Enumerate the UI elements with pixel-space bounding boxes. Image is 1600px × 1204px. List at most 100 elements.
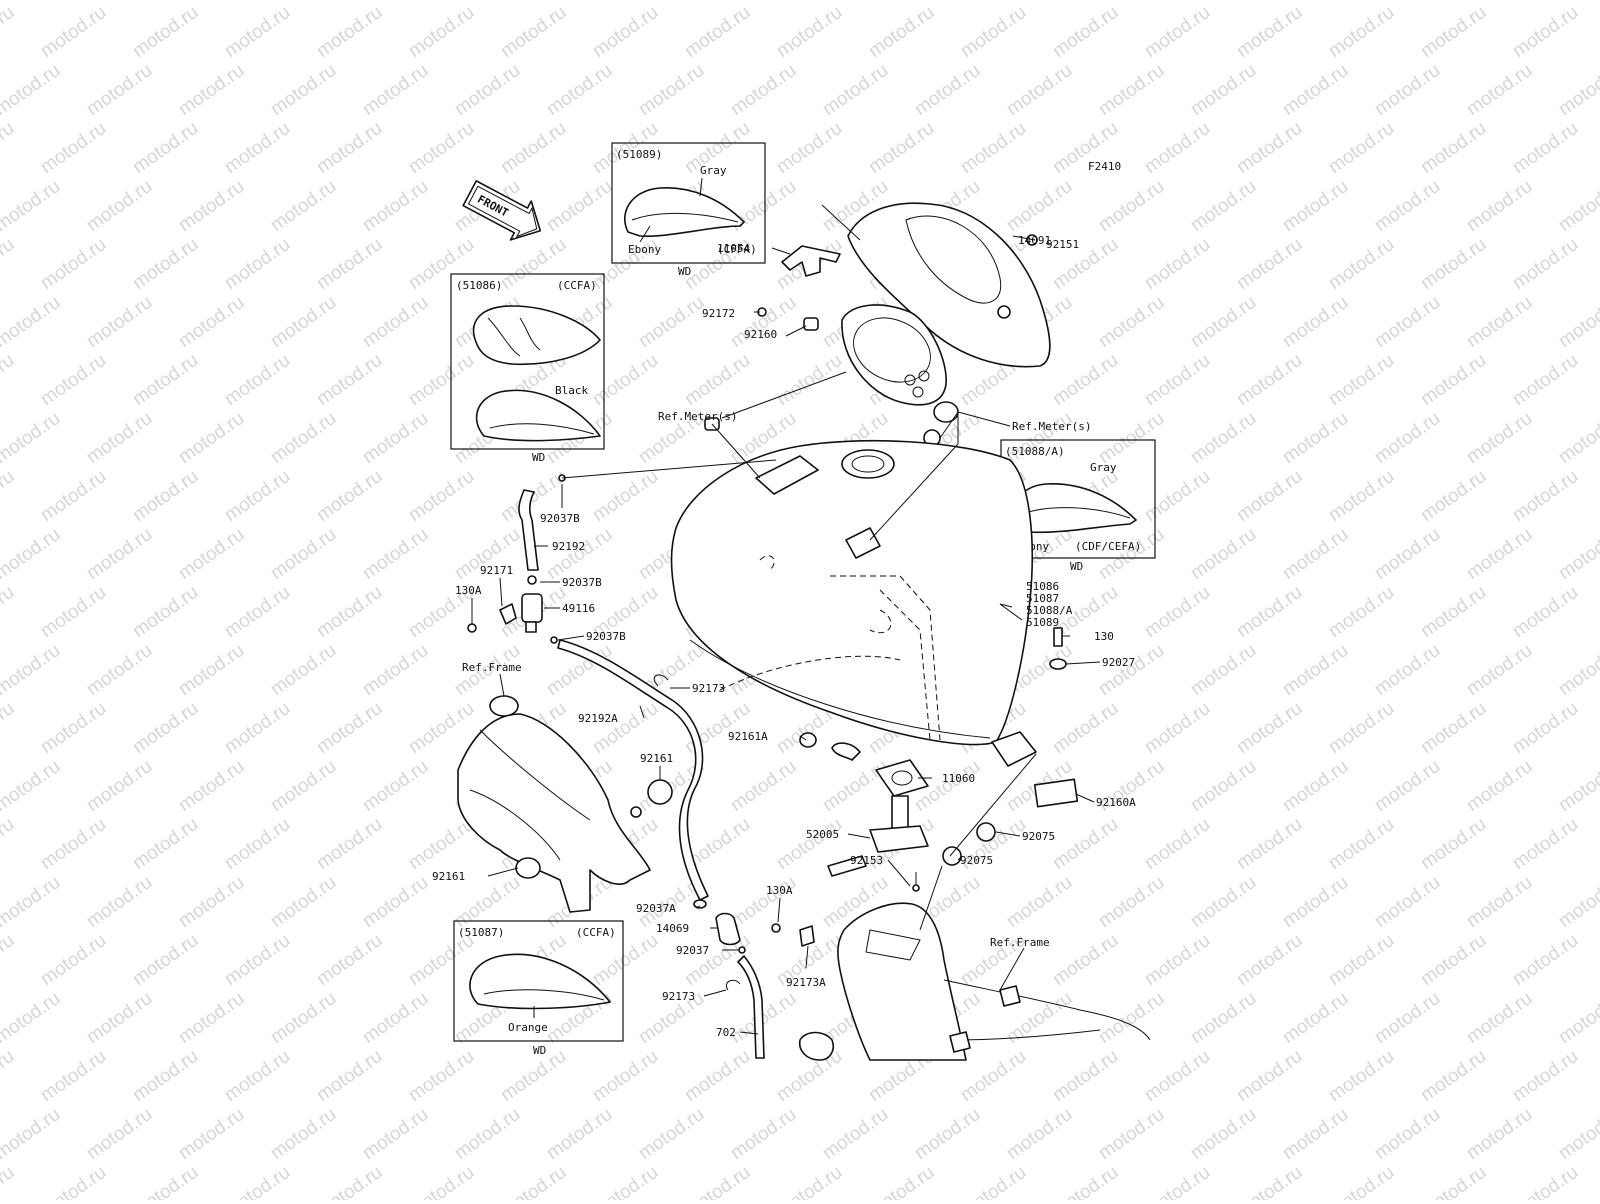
- watermark-text: motod.ru: [1187, 640, 1260, 700]
- watermark-text: motod.ru: [1417, 1162, 1490, 1200]
- watermark-text: motod.ru: [1325, 118, 1398, 178]
- watermark-text: motod.ru: [1417, 698, 1490, 758]
- watermark-text: motod.ru: [1095, 60, 1168, 120]
- watermark-text: motod.ru: [1325, 350, 1398, 410]
- watermark-text: motod.ru: [1417, 1046, 1490, 1106]
- watermark-text: motod.ru: [359, 176, 432, 236]
- watermark-text: motod.ru: [175, 756, 248, 816]
- watermark-text: motod.ru: [1233, 466, 1306, 526]
- inset-note: WD: [678, 265, 691, 278]
- watermark-text: motod.ru: [1279, 408, 1352, 468]
- watermark-text: motod.ru: [359, 524, 432, 584]
- watermark-text: motod.ru: [589, 2, 662, 62]
- watermark-text: motod.ru: [359, 988, 432, 1048]
- label-92037A: 92037A: [636, 902, 676, 915]
- watermark-text: motod.ru: [313, 582, 386, 642]
- watermark-text: motod.ru: [37, 234, 110, 294]
- watermark-text: motod.ru: [175, 872, 248, 932]
- label-92037B-3: 92037B: [586, 630, 626, 643]
- inset-code: (51087): [458, 926, 504, 939]
- watermark-text: motod.ru: [1463, 988, 1536, 1048]
- hose-702: [737, 955, 765, 1059]
- inset-code: (51089): [616, 148, 662, 161]
- watermark-text: motod.ru: [1509, 118, 1582, 178]
- watermark-text: motod.ru: [359, 0, 432, 4]
- watermark-text: motod.ru: [1417, 582, 1490, 642]
- watermark-text: motod.ru: [543, 0, 616, 4]
- watermark-text: motod.ru: [1095, 292, 1168, 352]
- watermark-text: motod.ru: [1463, 292, 1536, 352]
- watermark-text: motod.ru: [1463, 756, 1536, 816]
- watermark-text: motod.ru: [1371, 872, 1444, 932]
- label-130A-1: 130A: [455, 584, 482, 597]
- watermark-text: motod.ru: [1233, 350, 1306, 410]
- label-refmeter-2: Ref.Meter(s): [658, 410, 737, 423]
- variant-label: (CCFA): [557, 279, 597, 292]
- watermark-text: motod.ru: [1509, 234, 1582, 294]
- watermark-text: motod.ru: [1325, 814, 1398, 874]
- damper-92161-b: [515, 857, 541, 879]
- watermark-text: motod.ru: [37, 698, 110, 758]
- watermark-text: motod.ru: [221, 234, 294, 294]
- watermark-text: motod.ru: [1371, 292, 1444, 352]
- label-92173-1: 92173: [692, 682, 725, 695]
- watermark-text: motod.ru: [267, 988, 340, 1048]
- watermark-text: motod.ru: [0, 118, 18, 178]
- watermark-text: motod.ru: [221, 2, 294, 62]
- bracket-11054: [781, 245, 841, 277]
- watermark-text: motod.ru: [1049, 2, 1122, 62]
- watermark-text: motod.ru: [1417, 234, 1490, 294]
- watermark-text: motod.ru: [1187, 0, 1260, 4]
- inset-box-51087: (51087) (CCFA) Orange: [453, 920, 624, 1042]
- label-refmeter-1: Ref.Meter(s): [1012, 420, 1091, 433]
- watermark-text: motod.ru: [957, 1162, 1030, 1200]
- watermark-text: motod.ru: [1371, 60, 1444, 120]
- watermark-text: motod.ru: [635, 292, 708, 352]
- color-label: Gray: [700, 164, 727, 177]
- label-92075-1: 92075: [1022, 830, 1055, 843]
- watermark-text: motod.ru: [1371, 0, 1444, 4]
- watermark-text: motod.ru: [175, 640, 248, 700]
- label-51086: 51086: [1026, 580, 1059, 593]
- label-14091: 14091: [1018, 234, 1051, 247]
- watermark-text: motod.ru: [1233, 118, 1306, 178]
- watermark-text: motod.ru: [1555, 988, 1600, 1048]
- watermark-text: motod.ru: [267, 176, 340, 236]
- watermark-text: motod.ru: [37, 582, 110, 642]
- watermark-text: motod.ru: [1555, 872, 1600, 932]
- watermark-text: motod.ru: [957, 2, 1030, 62]
- watermark-text: motod.ru: [1555, 176, 1600, 236]
- bolt-92153-head: [912, 884, 920, 892]
- label-92171: 92171: [480, 564, 513, 577]
- watermark-text: motod.ru: [129, 234, 202, 294]
- watermark-text: motod.ru: [0, 466, 18, 526]
- watermark-text: motod.ru: [1555, 756, 1600, 816]
- watermark-text: motod.ru: [1187, 1104, 1260, 1164]
- watermark-text: motod.ru: [1049, 1046, 1122, 1106]
- watermark-text: motod.ru: [1095, 640, 1168, 700]
- watermark-text: motod.ru: [83, 60, 156, 120]
- watermark-text: motod.ru: [1049, 930, 1122, 990]
- hose-92192: [518, 489, 539, 571]
- watermark-text: motod.ru: [543, 1104, 616, 1164]
- watermark-text: motod.ru: [1233, 234, 1306, 294]
- label-92027: 92027: [1102, 656, 1135, 669]
- watermark-text: motod.ru: [1049, 1162, 1122, 1200]
- watermark-text: motod.ru: [175, 292, 248, 352]
- watermark-text: motod.ru: [727, 872, 800, 932]
- watermark-text: motod.ru: [0, 872, 64, 932]
- fuel-tank: [670, 439, 1037, 767]
- watermark-text: motod.ru: [1555, 524, 1600, 584]
- watermark-text: motod.ru: [221, 466, 294, 526]
- collar-92027: [1049, 658, 1067, 670]
- watermark-text: motod.ru: [1233, 2, 1306, 62]
- watermark-text: motod.ru: [1463, 524, 1536, 584]
- watermark-text: motod.ru: [1463, 408, 1536, 468]
- watermark-text: motod.ru: [773, 2, 846, 62]
- watermark-text: motod.ru: [1003, 176, 1076, 236]
- watermark-text: motod.ru: [37, 466, 110, 526]
- label-refframe-1: Ref.Frame: [462, 661, 522, 674]
- watermark-text: motod.ru: [1417, 930, 1490, 990]
- watermark-text: motod.ru: [1141, 814, 1214, 874]
- label-52005: 52005: [806, 828, 839, 841]
